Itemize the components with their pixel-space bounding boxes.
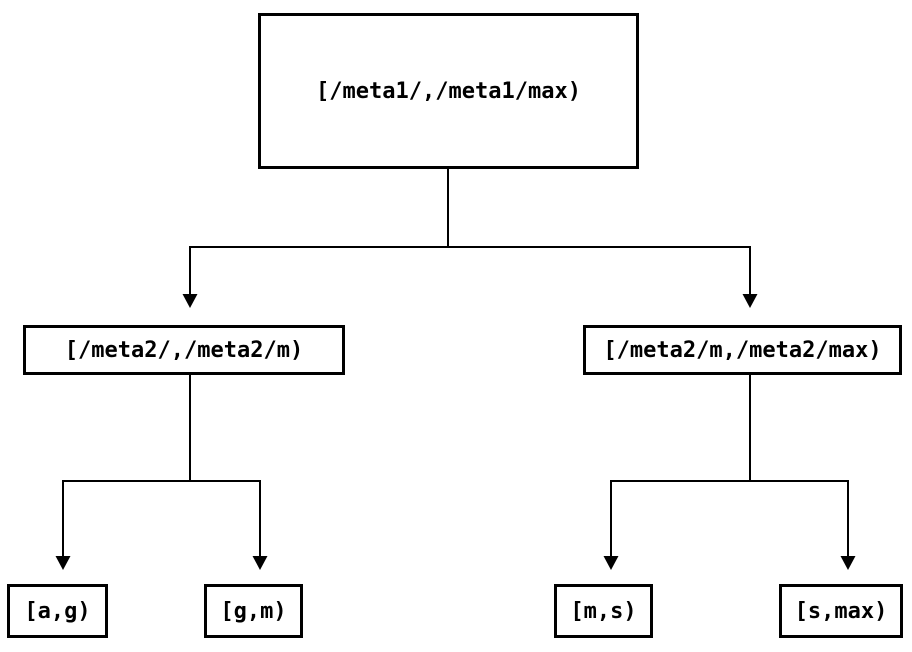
node-right-range: [/meta2/m,/meta2/max): [583, 325, 902, 375]
node-leaf-smax: [s,max): [779, 584, 903, 638]
edge-left-leaf-gm: [190, 480, 268, 570]
node-leaf-ag: [a,g): [7, 584, 108, 638]
node-leaf-ms-label: [m,s): [570, 598, 637, 624]
node-leaf-gm: [g,m): [204, 584, 303, 638]
node-leaf-ag-label: [a,g): [24, 598, 91, 624]
edge-root-right: [448, 246, 758, 308]
node-root-range: [/meta1/,/meta1/max): [258, 13, 639, 169]
node-leaf-smax-label: [s,max): [794, 598, 888, 624]
edge-right-leaf-ms: [603, 375, 751, 570]
node-left-range: [/meta2/,/meta2/m): [23, 325, 345, 375]
node-left-label: [/meta2/,/meta2/m): [64, 337, 304, 363]
node-leaf-ms: [m,s): [554, 584, 653, 638]
node-right-label: [/meta2/m,/meta2/max): [603, 337, 882, 363]
edge-left-leaf-ag: [55, 375, 191, 570]
edge-right-leaf-smax: [750, 480, 856, 570]
node-root-label: [/meta1/,/meta1/max): [316, 78, 581, 104]
node-leaf-gm-label: [g,m): [220, 598, 287, 624]
edge-root-left: [182, 169, 449, 308]
